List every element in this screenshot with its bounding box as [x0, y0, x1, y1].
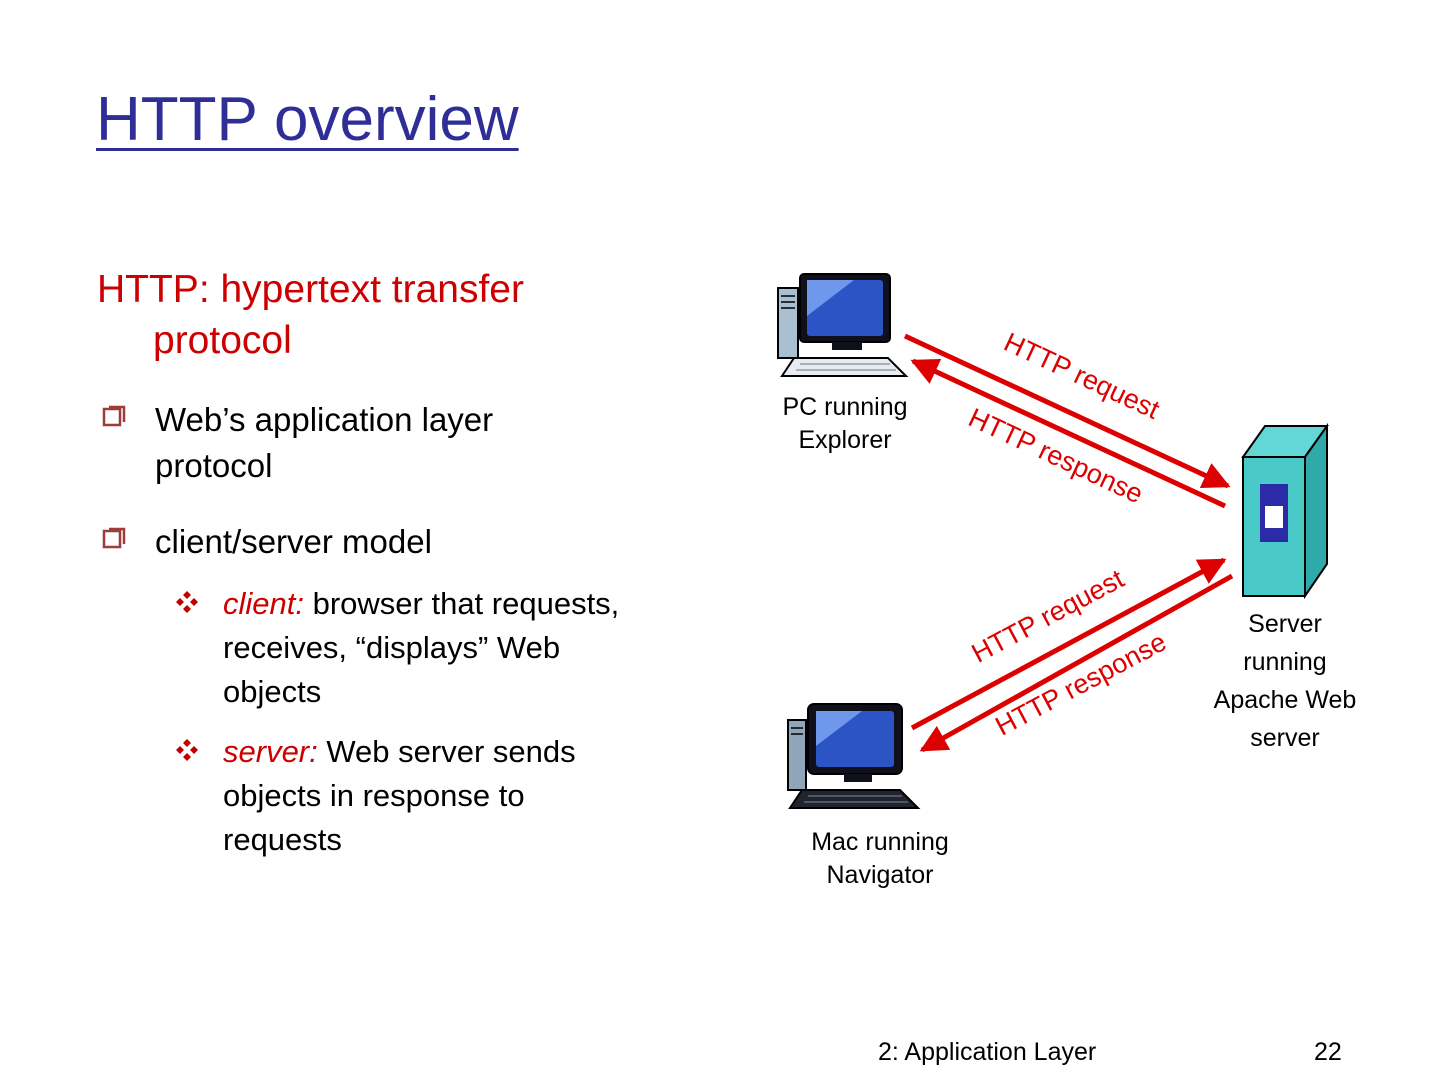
mac-icon [787, 703, 921, 809]
sub-bullet-item: server: Web server sends objects in resp… [175, 730, 623, 862]
sub-bullet-text: Web server sends objects in response to … [223, 733, 576, 857]
mac-http-response-arrow [919, 573, 1234, 753]
server-label-line4: server [1250, 724, 1319, 752]
text-column: HTTP: hypertext transfer protocol Web’s … [97, 264, 737, 862]
page-title: HTTP overview [96, 85, 519, 154]
pc-http-request-arrow [903, 333, 1231, 489]
sub-bullet-text: browser that requests, receives, “displa… [223, 585, 620, 709]
pc-icon [777, 273, 909, 377]
server-label-line2: running [1243, 648, 1326, 676]
footer-section-label: 2: Application Layer [878, 1038, 1097, 1066]
heading-line2: protocol [153, 319, 292, 363]
server-label-line3: Apache Web [1214, 686, 1357, 714]
bullet-item: client/server model [97, 519, 585, 565]
diamond-bullet-icon [176, 590, 198, 613]
pc-http-response-arrow [910, 358, 1227, 509]
server-label-line1: Server [1248, 610, 1322, 638]
sub-bullet-lead: client: [223, 585, 304, 621]
square-bullet-icon [102, 405, 126, 427]
pc-label-line2: Explorer [798, 426, 891, 454]
page-number: 22 [1314, 1038, 1342, 1066]
mac-label-line2: Navigator [827, 861, 934, 889]
http-diagram: PC running Explorer Mac running Navigato… [700, 258, 1440, 948]
diamond-bullet-icon [176, 738, 198, 761]
mac-label-line1: Mac running [811, 828, 949, 856]
heading: HTTP: hypertext transfer protocol [97, 264, 737, 367]
mac-http-request-arrow [910, 557, 1227, 731]
square-bullet-icon [102, 528, 126, 549]
pc-label-line1: PC running [782, 393, 907, 421]
bullet-item: Web’s application layer protocol [97, 397, 585, 489]
sub-bullet-item: client: browser that requests, receives,… [175, 582, 623, 714]
sub-bullet-lead: server: [223, 733, 318, 769]
server-icon [1241, 422, 1329, 600]
bullet-text: Web’s application layer protocol [155, 400, 494, 485]
heading-line1: HTTP: hypertext transfer [97, 268, 524, 311]
bullet-text: client/server model [155, 523, 432, 561]
